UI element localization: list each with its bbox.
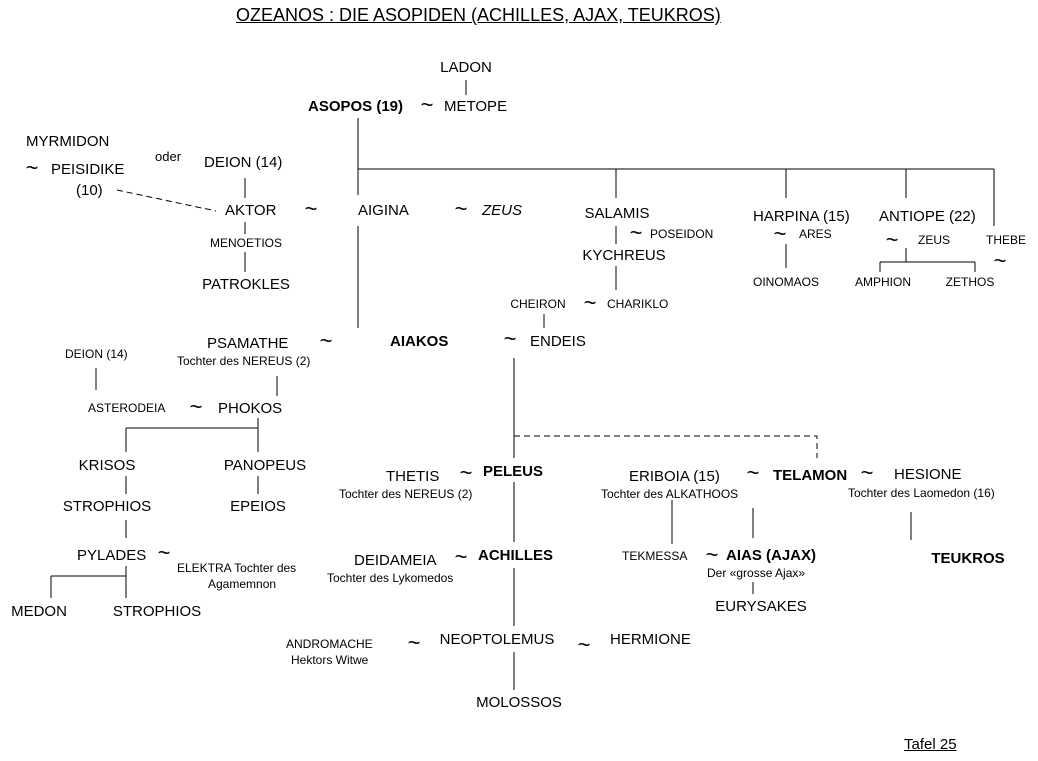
person-eriboia: ERIBOIA (15)	[629, 468, 720, 485]
person-thebe: THEBE	[986, 233, 1027, 247]
alternative-note: oder	[155, 149, 182, 164]
deidameia-note: Tochter des Lykomedos	[327, 571, 454, 585]
marriage-symbol: ~	[503, 326, 517, 351]
marriage-symbol: ~	[454, 544, 468, 569]
peisidike-number: (10)	[76, 182, 103, 199]
person-asterodeia: ASTERODEIA	[88, 401, 166, 415]
person-endeis: ENDEIS	[530, 333, 586, 350]
person-antiope: ANTIOPE (22)	[879, 208, 976, 225]
person-deion: DEION (14)	[204, 154, 283, 171]
person-zeus: ZEUS	[482, 202, 523, 219]
person-zeus-antiope: ZEUS	[918, 233, 951, 247]
marriage-symbol: ~	[189, 394, 203, 419]
person-kychreus: KYCHREUS	[582, 247, 666, 264]
page-title: OZEANOS : DIE ASOPIDEN (ACHILLES, AJAX, …	[236, 5, 721, 25]
person-strophios: STROPHIOS	[62, 498, 152, 515]
person-krisos: KRISOS	[78, 457, 136, 474]
hesione-note: Tochter des Laomedon (16)	[848, 486, 995, 500]
marriage-symbol: ~	[583, 290, 597, 315]
person-ares: ARES	[799, 227, 832, 241]
person-aias: AIAS (AJAX)	[726, 547, 817, 564]
person-patrokles: PATROKLES	[202, 276, 290, 293]
person-medon: MEDON	[11, 603, 67, 620]
person-peisidike: PEISIDIKE	[51, 161, 125, 178]
person-hermione: HERMIONE	[610, 631, 691, 648]
thetis-note: Tochter des NEREUS (2)	[339, 487, 473, 501]
person-elektra: ELEKTRA Tochter des	[177, 561, 297, 575]
person-hesione: HESIONE	[894, 466, 962, 483]
marriage-symbol: ~	[157, 540, 171, 565]
person-thetis: THETIS	[386, 468, 440, 485]
marriage-symbol: ~	[773, 221, 787, 246]
marriage-symbol: ~	[885, 227, 899, 252]
marriage-symbol: ~	[629, 220, 643, 245]
psamathe-note: Tochter des NEREUS (2)	[177, 354, 311, 368]
person-panopeus: PANOPEUS	[223, 457, 307, 474]
person-menoetios: MENOETIOS	[209, 236, 283, 250]
marriage-symbol: ~	[577, 632, 591, 657]
person-neoptolemus: NEOPTOLEMUS	[439, 631, 555, 648]
person-teukros: TEUKROS	[931, 550, 1005, 567]
marriage-symbol: ~	[746, 460, 760, 485]
person-tekmessa: TEKMESSA	[622, 549, 688, 563]
person-aigina: AIGINA	[358, 202, 409, 219]
person-strophios-younger: STROPHIOS	[112, 603, 202, 620]
person-aktor: AKTOR	[225, 202, 277, 219]
connector-line	[116, 189, 217, 212]
person-poseidon: POSEIDON	[650, 227, 714, 241]
person-deion-left: DEION (14)	[65, 347, 128, 361]
person-peleus: PELEUS	[483, 463, 544, 480]
person-eurysakes: EURYSAKES	[715, 598, 807, 615]
marriage-symbol: ~	[705, 542, 719, 567]
person-chariklo: CHARIKLO	[607, 297, 669, 311]
eriboia-note: Tochter des ALKATHOOS	[601, 487, 739, 501]
person-psamathe: PSAMATHE	[207, 335, 289, 352]
marriage-symbol: ~	[25, 155, 39, 180]
person-metope: METOPE	[444, 98, 508, 115]
marriage-symbol: ~	[407, 630, 421, 655]
person-pylades: PYLADES	[77, 547, 147, 564]
person-phokos: PHOKOS	[218, 400, 283, 417]
marriage-symbol: ~	[420, 92, 434, 117]
person-asopos: ASOPOS (19)	[308, 98, 404, 115]
person-oinomaos: OINOMAOS	[752, 275, 820, 289]
andromache-note: Hektors Witwe	[291, 653, 369, 667]
person-telamon: TELAMON	[773, 467, 848, 484]
marriage-symbol: ~	[459, 460, 473, 485]
person-molossos: MOLOSSOS	[476, 694, 562, 711]
person-zethos: ZETHOS	[945, 275, 995, 289]
person-cheiron: CHEIRON	[510, 297, 566, 311]
page-number: Tafel 25	[904, 736, 957, 753]
person-myrmidon: MYRMIDON	[26, 133, 110, 150]
marriage-symbol: ~	[319, 328, 333, 353]
person-amphion: AMPHION	[854, 275, 912, 289]
marriage-symbol: ~	[860, 460, 874, 485]
marriage-symbol: ~	[993, 248, 1007, 273]
person-deidameia: DEIDAMEIA	[354, 552, 437, 569]
aias-note: Der «grosse Ajax»	[707, 566, 806, 580]
person-aiakos: AIAKOS	[390, 333, 449, 350]
person-harpina: HARPINA (15)	[753, 208, 850, 225]
marriage-symbol: ~	[454, 196, 468, 221]
marriage-symbol: ~	[304, 196, 318, 221]
person-salamis: SALAMIS	[584, 205, 650, 222]
person-achilles: ACHILLES	[478, 547, 553, 564]
person-andromache: ANDROMACHE	[286, 637, 373, 651]
connector-line	[514, 435, 818, 458]
elektra-note: Agamemnon	[208, 577, 277, 591]
person-epeios: EPEIOS	[230, 498, 286, 515]
person-ladon: LADON	[440, 59, 492, 76]
